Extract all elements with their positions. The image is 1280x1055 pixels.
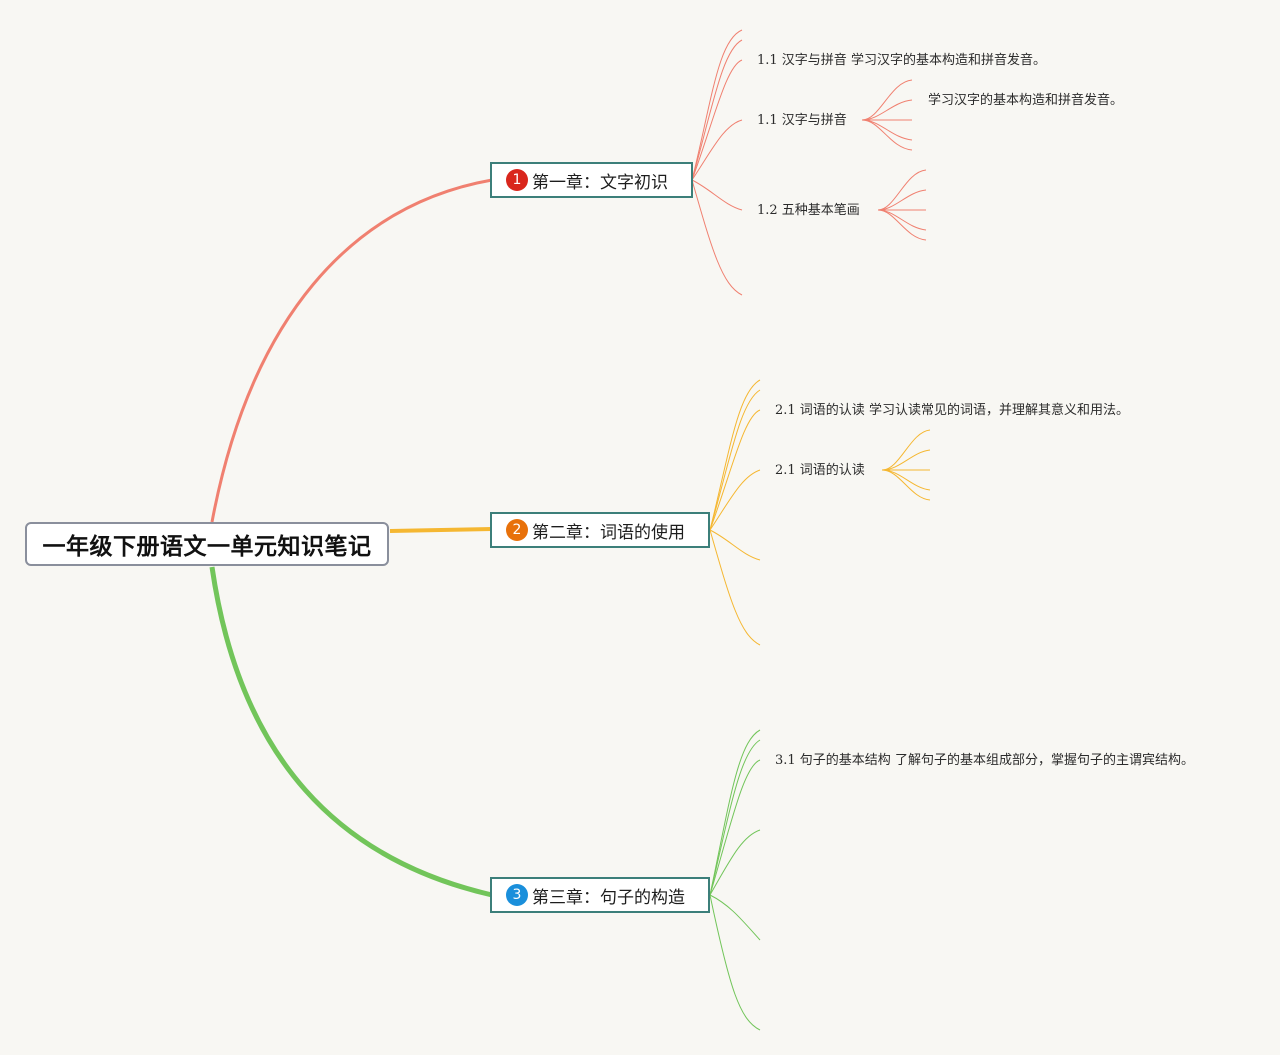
chapter-2-node[interactable]: 2 第二章：词语的使用 <box>490 512 710 548</box>
ch3-sub-connectors <box>709 729 761 1031</box>
number-3-badge-icon: 3 <box>506 884 528 906</box>
root-node[interactable]: 一年级下册语文一单元知识笔记 <box>25 522 389 566</box>
chapter-3-node[interactable]: 3 第三章：句子的构造 <box>490 877 710 913</box>
ch3-topic-1[interactable]: 3.1 句子的基本结构 了解句子的基本组成部分，掌握句子的主谓宾结构。 <box>775 753 1194 768</box>
ch1-topic-3[interactable]: 1.2 五种基本笔画 <box>757 203 860 218</box>
ch1-topic-1[interactable]: 1.1 汉字与拼音 学习汉字的基本构造和拼音发音。 <box>757 53 1046 68</box>
chapter-2-title: 第二章：词语的使用 <box>532 522 685 543</box>
ch1-topic-2-detail[interactable]: 学习汉字的基本构造和拼音发音。 <box>928 93 1124 108</box>
number-2-badge-icon: 2 <box>506 519 528 541</box>
ch1-topic-2[interactable]: 1.1 汉字与拼音 <box>757 113 847 128</box>
number-1-badge-icon: 1 <box>506 169 528 191</box>
ch2-topic-2[interactable]: 2.1 词语的认读 <box>775 463 865 478</box>
branch-ch2-connector <box>389 527 493 533</box>
ch2-sub-connectors <box>709 379 931 646</box>
ch1-sub-connectors <box>691 29 927 296</box>
chapter-1-title: 第一章：文字初识 <box>532 172 668 193</box>
branch-ch3-connector <box>209 566 493 898</box>
root-title: 一年级下册语文一单元知识笔记 <box>42 534 372 560</box>
chapter-1-node[interactable]: 1 第一章：文字初识 <box>490 162 693 198</box>
branch-ch1-connector <box>210 178 493 523</box>
chapter-3-title: 第三章：句子的构造 <box>532 887 685 908</box>
ch2-topic-1[interactable]: 2.1 词语的认读 学习认读常见的词语，并理解其意义和用法。 <box>775 403 1129 418</box>
